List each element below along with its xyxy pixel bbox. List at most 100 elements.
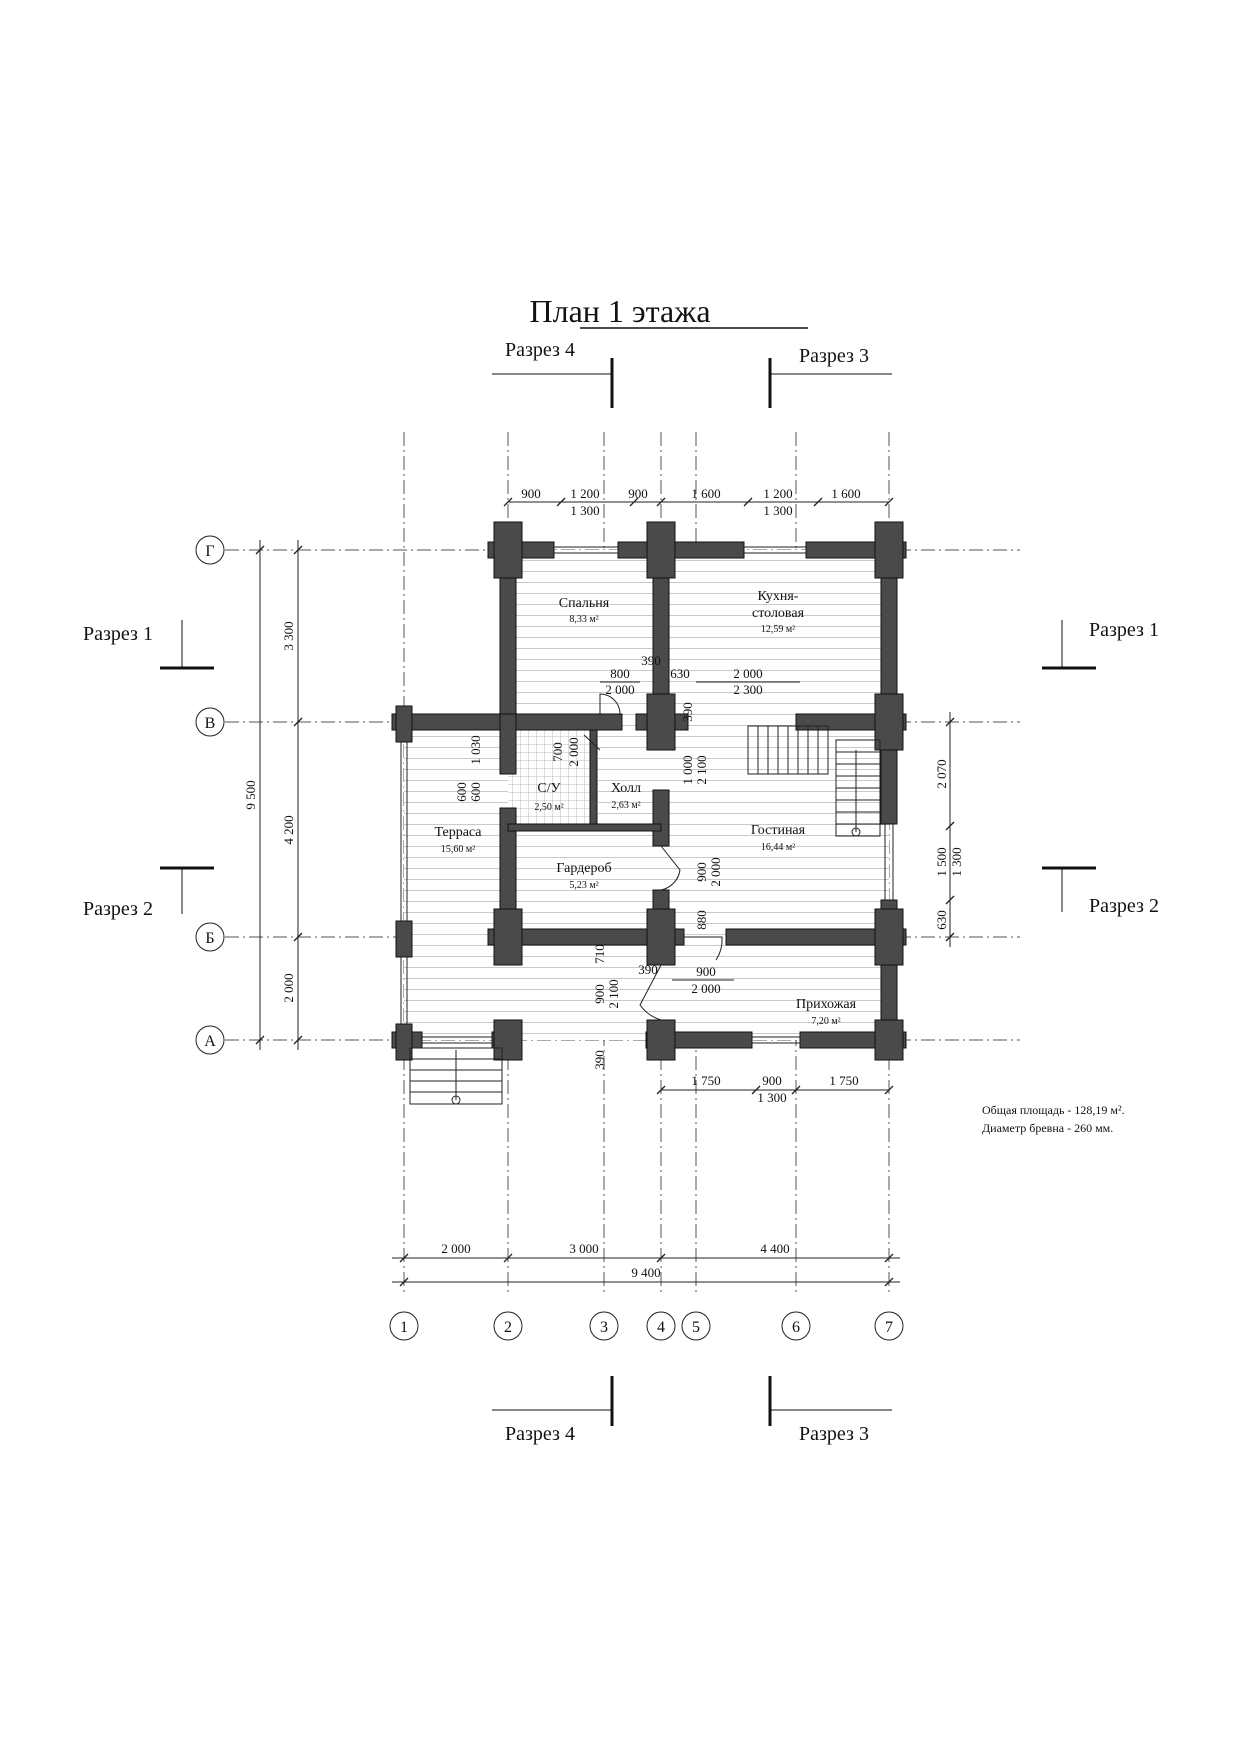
dim-inner-17: 880	[694, 910, 709, 930]
dim-left-2: 4 200	[281, 815, 296, 844]
room-area-hall: 2,63 м²	[611, 800, 640, 811]
room-area-bedroom: 8,33 м²	[569, 614, 598, 625]
dimensions-right: 2 070 1 500 1 300 630	[934, 712, 964, 947]
room-area-entrance: 7,20 м²	[811, 1016, 840, 1027]
axis-label-V: В	[205, 715, 216, 732]
staircase	[747, 725, 881, 837]
room-area-living: 16,44 м²	[761, 842, 795, 853]
porch-steps	[409, 1047, 503, 1105]
floor-hatching	[404, 550, 889, 1040]
dim-right-2: 1 500	[934, 847, 949, 876]
dim-inner-4: 630	[670, 666, 690, 681]
dim-right-4: 630	[934, 910, 949, 930]
dim-top-3: 900	[628, 486, 648, 501]
section-label-1-right: Разрез 1	[1089, 619, 1159, 641]
axis-label-6: 6	[792, 1319, 800, 1336]
dim-inner-12: 600	[468, 782, 483, 802]
axis-label-B: Б	[205, 930, 214, 947]
section-label-4-bottom: Разрез 4	[505, 1423, 575, 1445]
dim-base-3: 4 400	[760, 1241, 789, 1256]
dim-left-1: 3 300	[281, 621, 296, 650]
axis-label-7: 7	[885, 1319, 893, 1336]
dimensions-inner: 390 800 2 000 630 2 000 2 300 390 700 2 …	[454, 653, 800, 1070]
dim-top-7: 1 300	[570, 503, 599, 518]
room-labels: Спальня 8,33 м² Кухня- столовая 12,59 м²…	[434, 589, 856, 1027]
dim-inner-3: 2 000	[605, 682, 634, 697]
axis-label-4: 4	[657, 1319, 665, 1336]
dim-inner-23: 2 100	[606, 979, 621, 1008]
dimensions-left: 3 300 4 200 2 000 9 500	[243, 540, 303, 1050]
dim-inner-13: 1 000	[680, 755, 695, 784]
dim-left-3: 2 000	[281, 973, 296, 1002]
doors	[583, 693, 723, 1021]
section-markers: Разрез 4 Разрез 3 Разрез 4 Разрез 3 Разр…	[83, 339, 1159, 1445]
windows	[400, 546, 894, 1044]
dim-inner-8: 700	[550, 742, 565, 762]
dim-inner-15: 900	[694, 862, 709, 882]
dim-inner-6: 2 300	[733, 682, 762, 697]
room-name-kitchen: Кухня-	[758, 589, 799, 604]
dim-inner-21: 2 000	[691, 981, 720, 996]
room-area-kitchen: 12,59 м²	[761, 624, 795, 635]
room-area-terrace: 15,60 м²	[441, 844, 475, 855]
room-name-terrace: Терраса	[434, 825, 482, 840]
room-area-wc: 2,50 м²	[534, 802, 563, 813]
room-name-hall: Холл	[611, 781, 641, 796]
axis-label-G: Г	[205, 543, 214, 560]
dim-inner-18: 710	[592, 944, 607, 964]
room-area-wardrobe: 5,23 м²	[569, 880, 598, 891]
dim-right-3: 1 300	[949, 847, 964, 876]
dim-bottom-4: 1 300	[757, 1090, 786, 1105]
dim-top-5: 1 200	[763, 486, 792, 501]
room-name-wc: С/У	[537, 781, 560, 796]
axis-label-5: 5	[692, 1319, 700, 1336]
room-name-kitchen-2: столовая	[752, 606, 805, 621]
dim-top-6: 1 600	[831, 486, 860, 501]
dim-bottom-1: 1 750	[691, 1073, 720, 1088]
room-name-wardrobe: Гардероб	[556, 861, 611, 876]
dim-inner-22: 900	[592, 984, 607, 1004]
dim-top-2: 1 200	[570, 486, 599, 501]
dim-inner-11: 600	[454, 782, 469, 802]
dim-inner-24: 390	[592, 1050, 607, 1070]
section-label-4-top: Разрез 4	[505, 339, 575, 361]
dim-inner-2: 800	[610, 666, 630, 681]
section-label-1-left: Разрез 1	[83, 623, 153, 645]
dim-base-2: 3 000	[569, 1241, 598, 1256]
dimensions-top: 900 1 200 900 1 600 1 200 1 600 1 300 1 …	[503, 486, 894, 518]
section-label-2-right: Разрез 2	[1089, 895, 1159, 917]
room-name-entrance: Прихожая	[796, 997, 857, 1012]
axis-label-2: 2	[504, 1319, 512, 1336]
dim-inner-7: 390	[680, 702, 695, 722]
dim-total: 9 400	[631, 1265, 660, 1280]
dim-bottom-3: 1 750	[829, 1073, 858, 1088]
dim-base-1: 2 000	[441, 1241, 470, 1256]
room-name-bedroom: Спальня	[559, 596, 610, 611]
room-name-living: Гостиная	[751, 823, 806, 838]
note-log-diameter: Диаметр бревна - 260 мм.	[982, 1121, 1113, 1135]
dim-left-total: 9 500	[243, 780, 258, 809]
dim-right-1: 2 070	[934, 759, 949, 788]
dim-inner-14: 2 100	[694, 755, 709, 784]
dim-inner-9: 2 000	[566, 737, 581, 766]
dim-inner-16: 2 000	[708, 857, 723, 886]
dim-inner-20: 900	[696, 964, 716, 979]
axis-label-A: А	[204, 1033, 216, 1050]
dim-top-8: 1 300	[763, 503, 792, 518]
section-label-3-top: Разрез 3	[799, 345, 869, 367]
dim-inner-19: 390	[638, 962, 658, 977]
dim-inner-5: 2 000	[733, 666, 762, 681]
axis-label-3: 3	[600, 1319, 608, 1336]
plan-title: План 1 этажа	[529, 293, 710, 329]
axis-bubbles: 1 2 3 4 5 6 7 Г В Б А	[195, 535, 904, 1341]
dim-top-4: 1 600	[691, 486, 720, 501]
section-label-2-left: Разрез 2	[83, 898, 153, 920]
dim-inner-10: 1 030	[468, 735, 483, 764]
axis-label-1: 1	[400, 1319, 408, 1336]
dimensions-bottom: 1 750 900 1 750 1 300 2 000 3 000 4 400 …	[392, 1073, 900, 1287]
dim-inner-1: 390	[641, 653, 661, 668]
section-label-3-bottom: Разрез 3	[799, 1423, 869, 1445]
dim-top-1: 900	[521, 486, 541, 501]
dim-bottom-2: 900	[762, 1073, 782, 1088]
